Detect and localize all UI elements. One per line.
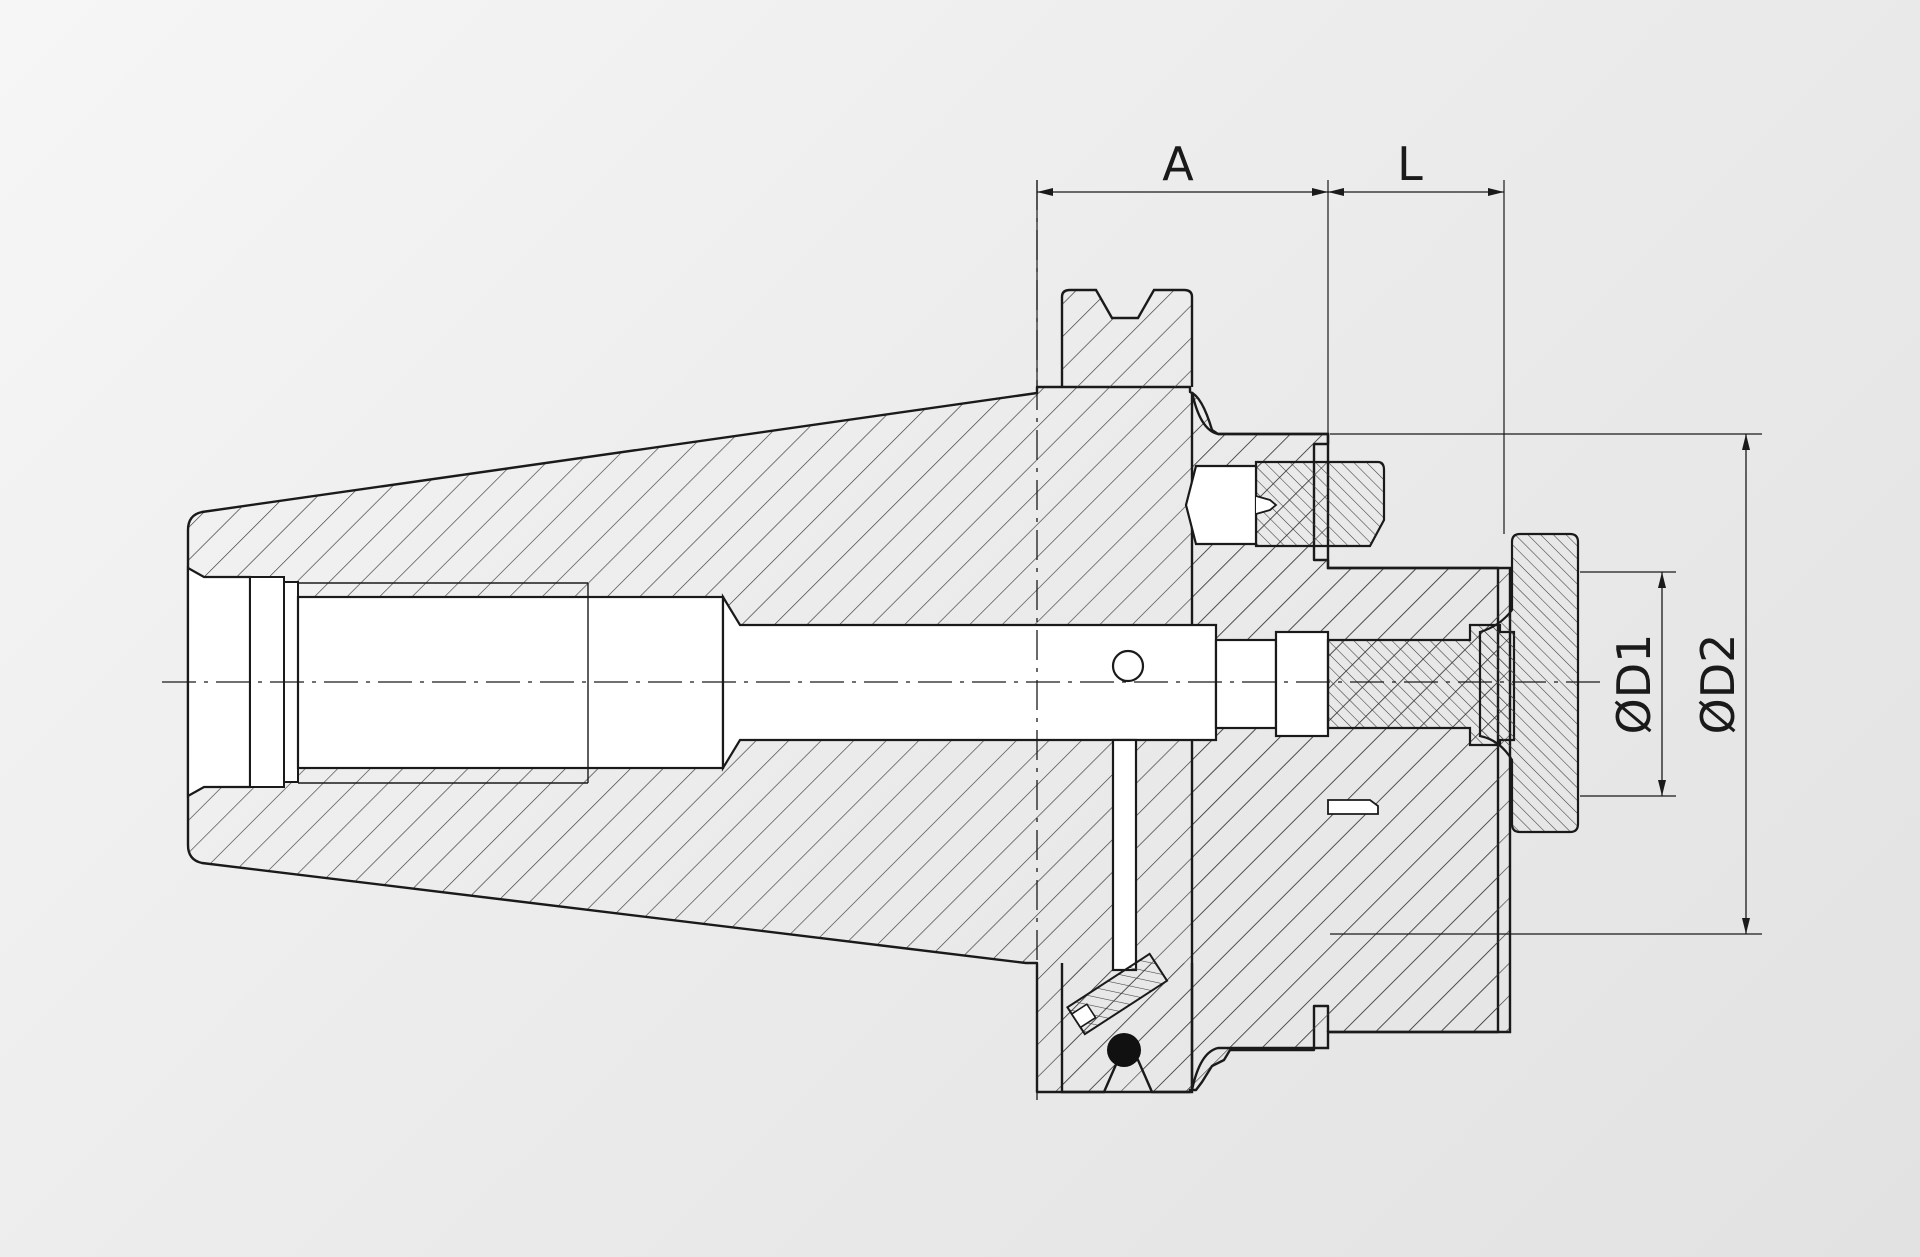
cutter-flange — [1478, 532, 1580, 834]
dim-label-a: A — [1162, 137, 1194, 191]
lower-key — [1327, 799, 1379, 815]
front-collar — [1190, 391, 1512, 1091]
coolant-bore-2 — [1274, 630, 1330, 738]
key-screw-hole — [1184, 464, 1258, 546]
coolant-bore — [1214, 638, 1278, 730]
set-screw — [1066, 952, 1169, 1036]
radial-channel — [1111, 738, 1138, 972]
retention-ball — [1107, 1033, 1141, 1067]
dim-label-d1: ØD1 — [1607, 634, 1661, 735]
dim-label-l: L — [1397, 137, 1423, 191]
dim-label-d2: ØD2 — [1691, 634, 1745, 735]
key-screw-tip — [1255, 495, 1278, 515]
flange-top — [1060, 288, 1194, 387]
bore-step — [721, 593, 1218, 772]
cross-hole — [1111, 649, 1145, 683]
drive-key — [1254, 460, 1386, 548]
